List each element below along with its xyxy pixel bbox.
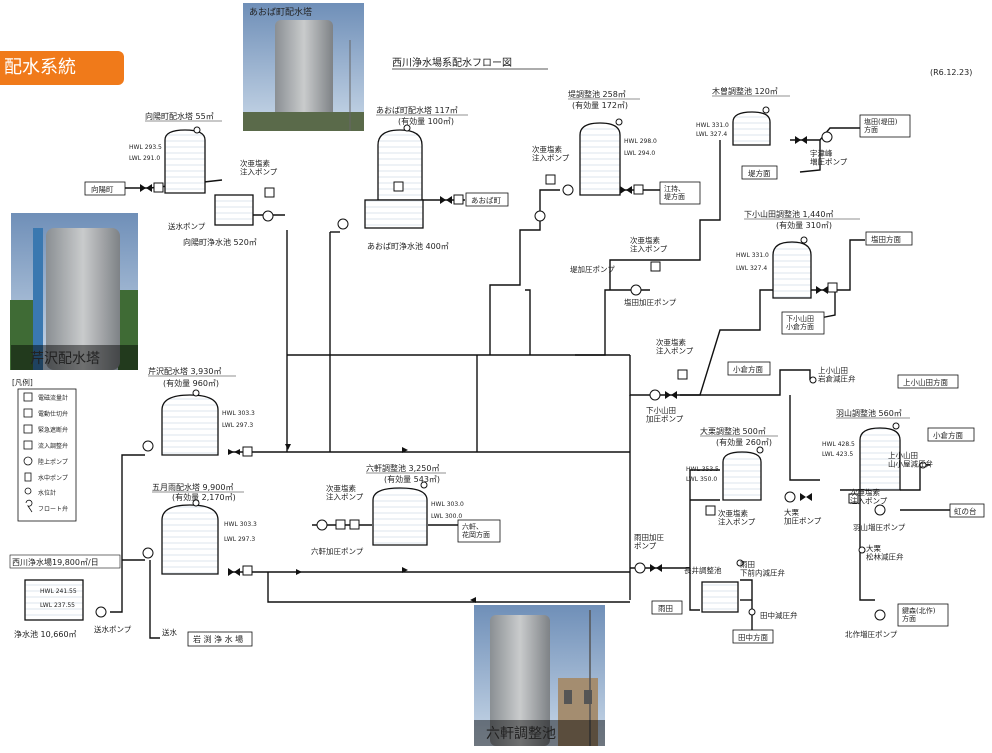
tsutsumi-label: 堤調整池 258㎥ xyxy=(568,89,626,99)
satsuki-label: 五月雨配水塔 9,900㎥ xyxy=(152,482,233,492)
okuri-valve: 大栗松林減圧弁 xyxy=(866,543,904,562)
shimokoyamada-label: 下小山田調整池 1,440㎥ xyxy=(744,209,833,219)
legend-item-3: 流入調整弁 xyxy=(38,442,68,450)
satsuki-eff: (有効量 2,170㎥) xyxy=(172,492,236,502)
ameda-dest: 雨田 xyxy=(658,604,673,613)
kiso-dest2: 堤方面 xyxy=(748,168,771,178)
legend-item-4: 陸上ポンプ xyxy=(38,458,68,466)
mukaiyo-pool-label: 向陽町浄水池 520㎥ xyxy=(183,237,257,247)
tsutsumi-chem: 次亜塩素注入ポンプ xyxy=(532,144,570,163)
shimokoyamada-hwl: HWL 331.0 xyxy=(736,252,769,259)
tanaka-valve: 田中減圧弁 xyxy=(760,610,798,620)
diagram-title: 西川浄水場系配水フロー図 xyxy=(392,56,512,69)
kamikoyamada-valve: 上小山田岩倉減圧弁 xyxy=(818,365,856,384)
rokken-hwl: HWL 303.0 xyxy=(431,501,464,508)
shimokoyamada-dest1: 塩田方面 xyxy=(871,234,901,244)
satsuki-lwl: LWL 297.3 xyxy=(224,536,255,543)
tsutsumi-dest: 江持、堤方面 xyxy=(664,184,685,201)
kokura-dest: 小倉方面 xyxy=(733,364,763,374)
legend-item-5: 水中ポンプ xyxy=(38,474,68,482)
hayama-pump: 羽山増圧ポンプ xyxy=(853,522,906,532)
legend-title: [凡例] xyxy=(12,377,33,387)
nishikawa-pump: 送水ポンプ xyxy=(94,624,132,634)
legend: [凡例] 電磁流量計 電動仕切弁 緊急遮断弁 流入調整弁 陸上ポンプ 水中ポンプ… xyxy=(12,377,76,521)
tsutsumi-hwl: HWL 298.0 xyxy=(624,138,657,145)
hayama-label: 羽山調整池 560㎥ xyxy=(836,408,902,418)
ameda-pump: 雨田加圧ポンプ xyxy=(634,532,664,551)
aoba-tower-photo: あおば町配水塔 xyxy=(243,3,364,131)
aoba-photo-caption: あおば町配水塔 xyxy=(249,6,312,18)
serizawa-photo-caption: 芹沢配水塔 xyxy=(30,351,100,367)
mukaiyo-tower-label: 向陽町配水塔 55㎥ xyxy=(145,111,214,121)
nagai-label: 長井調整池 xyxy=(684,565,722,575)
rokken-photo-caption: 六軒調整池 xyxy=(486,726,556,742)
satsuki-hwl: HWL 303.3 xyxy=(224,521,257,528)
niji-dest: 虹の台 xyxy=(954,506,977,516)
serizawa-hwl: HWL 303.3 xyxy=(222,410,255,417)
nishikawa-label: 西川浄水場19,800㎥/日 xyxy=(12,557,99,567)
legend-item-2: 緊急遮断弁 xyxy=(38,426,68,434)
serizawa-tower-photo: 芹沢配水塔 xyxy=(10,213,138,370)
okuri-hwl: HWL 353.5 xyxy=(686,466,719,473)
aoba-tower-eff: (有効量 100㎥) xyxy=(398,116,454,126)
kitasaku-pump: 北作増圧ポンプ xyxy=(845,629,898,639)
legend-item-7: フロート弁 xyxy=(38,505,68,513)
kiso-pump: 宇津峰増圧ポンプ xyxy=(810,148,848,167)
mukaiyo-lwl: LWL 291.0 xyxy=(129,155,160,162)
revision-date: (R6.12.23) xyxy=(930,68,972,77)
hayama-dest1: 小倉方面 xyxy=(933,430,963,440)
rokken-label: 六軒調整池 3,250㎥ xyxy=(366,463,439,473)
mukaiyo-dest: 向陽町 xyxy=(91,184,114,194)
ameda-valve: 雨田下前内減圧弁 xyxy=(740,560,785,578)
shimokoyamada-lwl: LWL 327.4 xyxy=(736,265,767,272)
aoba-tower-label: あおば町配水塔 117㎥ xyxy=(376,105,458,115)
rokken-chem: 次亜塩素注入ポンプ xyxy=(326,483,364,502)
serizawa-lwl: LWL 297.3 xyxy=(222,422,253,429)
rokken-pump: 六軒加圧ポンプ xyxy=(311,546,364,556)
hayama-lwl: LWL 423.5 xyxy=(822,451,853,458)
section-tag: 配水系統 xyxy=(0,51,124,85)
rokken-lwl: LWL 300.0 xyxy=(431,513,462,520)
mukaiyo-hwl: HWL 293.5 xyxy=(129,144,162,151)
tsutsumi-boost: 堤加圧ポンプ xyxy=(570,264,615,274)
iwabuchi-label: 送水 xyxy=(162,627,177,637)
kiso-hwl: HWL 331.0 xyxy=(696,122,729,129)
okuri-lwl: LWL 350.0 xyxy=(686,476,717,483)
rokken-photo: 六軒調整池 xyxy=(474,605,605,746)
tanaka-dest: 田中方面 xyxy=(738,632,768,642)
nishikawa-hwl: HWL 241.55 xyxy=(40,588,77,595)
mukaiyo-pump-label: 送水ポンプ xyxy=(168,221,206,231)
legend-item-6: 水位計 xyxy=(38,489,56,497)
tsutsumi-eff: (有効量 172㎥) xyxy=(572,100,628,110)
kiso-lwl: LWL 327.4 xyxy=(696,131,727,138)
nishikawa-pool: 浄水池 10,660㎥ xyxy=(14,629,77,639)
okuri-pump: 大栗加圧ポンプ xyxy=(784,507,822,526)
shioda-chem: 次亜塩素注入ポンプ xyxy=(630,235,668,254)
okuri-chem: 次亜塩素注入ポンプ xyxy=(718,508,756,527)
shimokoyamada-chem: 次亜塩素注入ポンプ xyxy=(656,337,694,356)
aoba-dest: あおば町 xyxy=(471,196,501,205)
kamikoyamada-dest: 上小山田方面 xyxy=(903,377,948,387)
tsutsumi-lwl: LWL 294.0 xyxy=(624,150,655,157)
shioda-pump: 塩田加圧ポンプ xyxy=(624,297,677,307)
legend-item-0: 電磁流量計 xyxy=(38,394,68,402)
kiso-label: 木曽調整池 120㎥ xyxy=(712,86,778,96)
mukaiyo-chem-label: 次亜塩素 注入ポンプ xyxy=(240,158,278,177)
shimokoyamada-pump: 下小山田加圧ポンプ xyxy=(646,405,684,424)
hayama-hwl: HWL 428.5 xyxy=(822,441,855,448)
legend-item-1: 電動仕切弁 xyxy=(38,410,68,418)
serizawa-eff: (有効量 960㎥) xyxy=(163,378,219,388)
hayama-valve: 上小山田山小屋減圧弁 xyxy=(888,450,933,469)
okuri-label: 大栗調整池 500㎥ xyxy=(700,426,766,436)
aoba-pool-label: あおば町浄水池 400㎥ xyxy=(367,241,449,251)
okuri-eff: (有効量 260㎥) xyxy=(716,437,772,447)
rokken-eff: (有効量 543㎥) xyxy=(384,474,440,484)
serizawa-label: 芹沢配水塔 3,930㎥ xyxy=(148,366,221,376)
nishikawa-lwl: LWL 237.55 xyxy=(40,602,75,609)
iwabuchi-box: 岩 渕 浄 水 場 xyxy=(193,634,243,644)
components xyxy=(96,107,926,620)
shimokoyamada-eff: (有効量 310㎥) xyxy=(776,220,832,230)
shimokoyamada-dest2: 下小山田小倉方面 xyxy=(786,314,814,331)
